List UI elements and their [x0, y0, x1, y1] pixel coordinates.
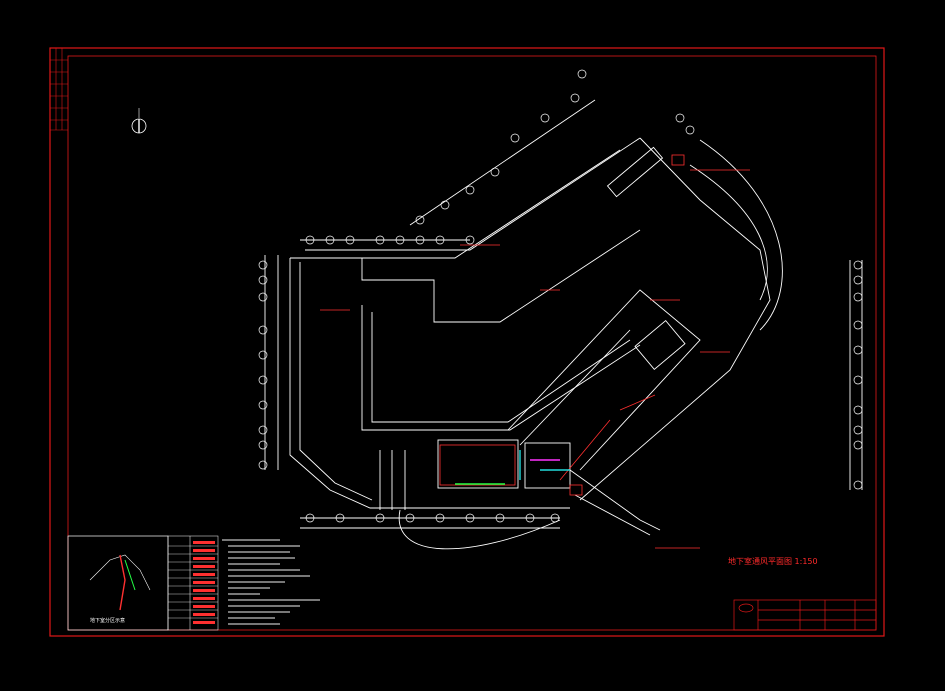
- inner-frame: [67, 55, 877, 631]
- design-notes: [222, 539, 320, 625]
- legend-swatches: [193, 541, 215, 624]
- outer-frame: [49, 47, 885, 637]
- building-plan: [264, 99, 863, 550]
- duct-annotations: [320, 154, 750, 549]
- legend-row-lines: [168, 545, 218, 619]
- key-plan-title: 地下室分区示意: [90, 618, 126, 624]
- key-plan: [67, 535, 169, 631]
- title-block: [733, 599, 877, 631]
- binding-strip: [50, 48, 68, 131]
- north-arrow-icon: [131, 108, 147, 134]
- legend-table: [167, 535, 219, 631]
- plan-title: 地下室通风平面图 1:150: [728, 557, 818, 566]
- duct-highlights: [455, 450, 570, 485]
- grid-bubbles: [258, 69, 863, 523]
